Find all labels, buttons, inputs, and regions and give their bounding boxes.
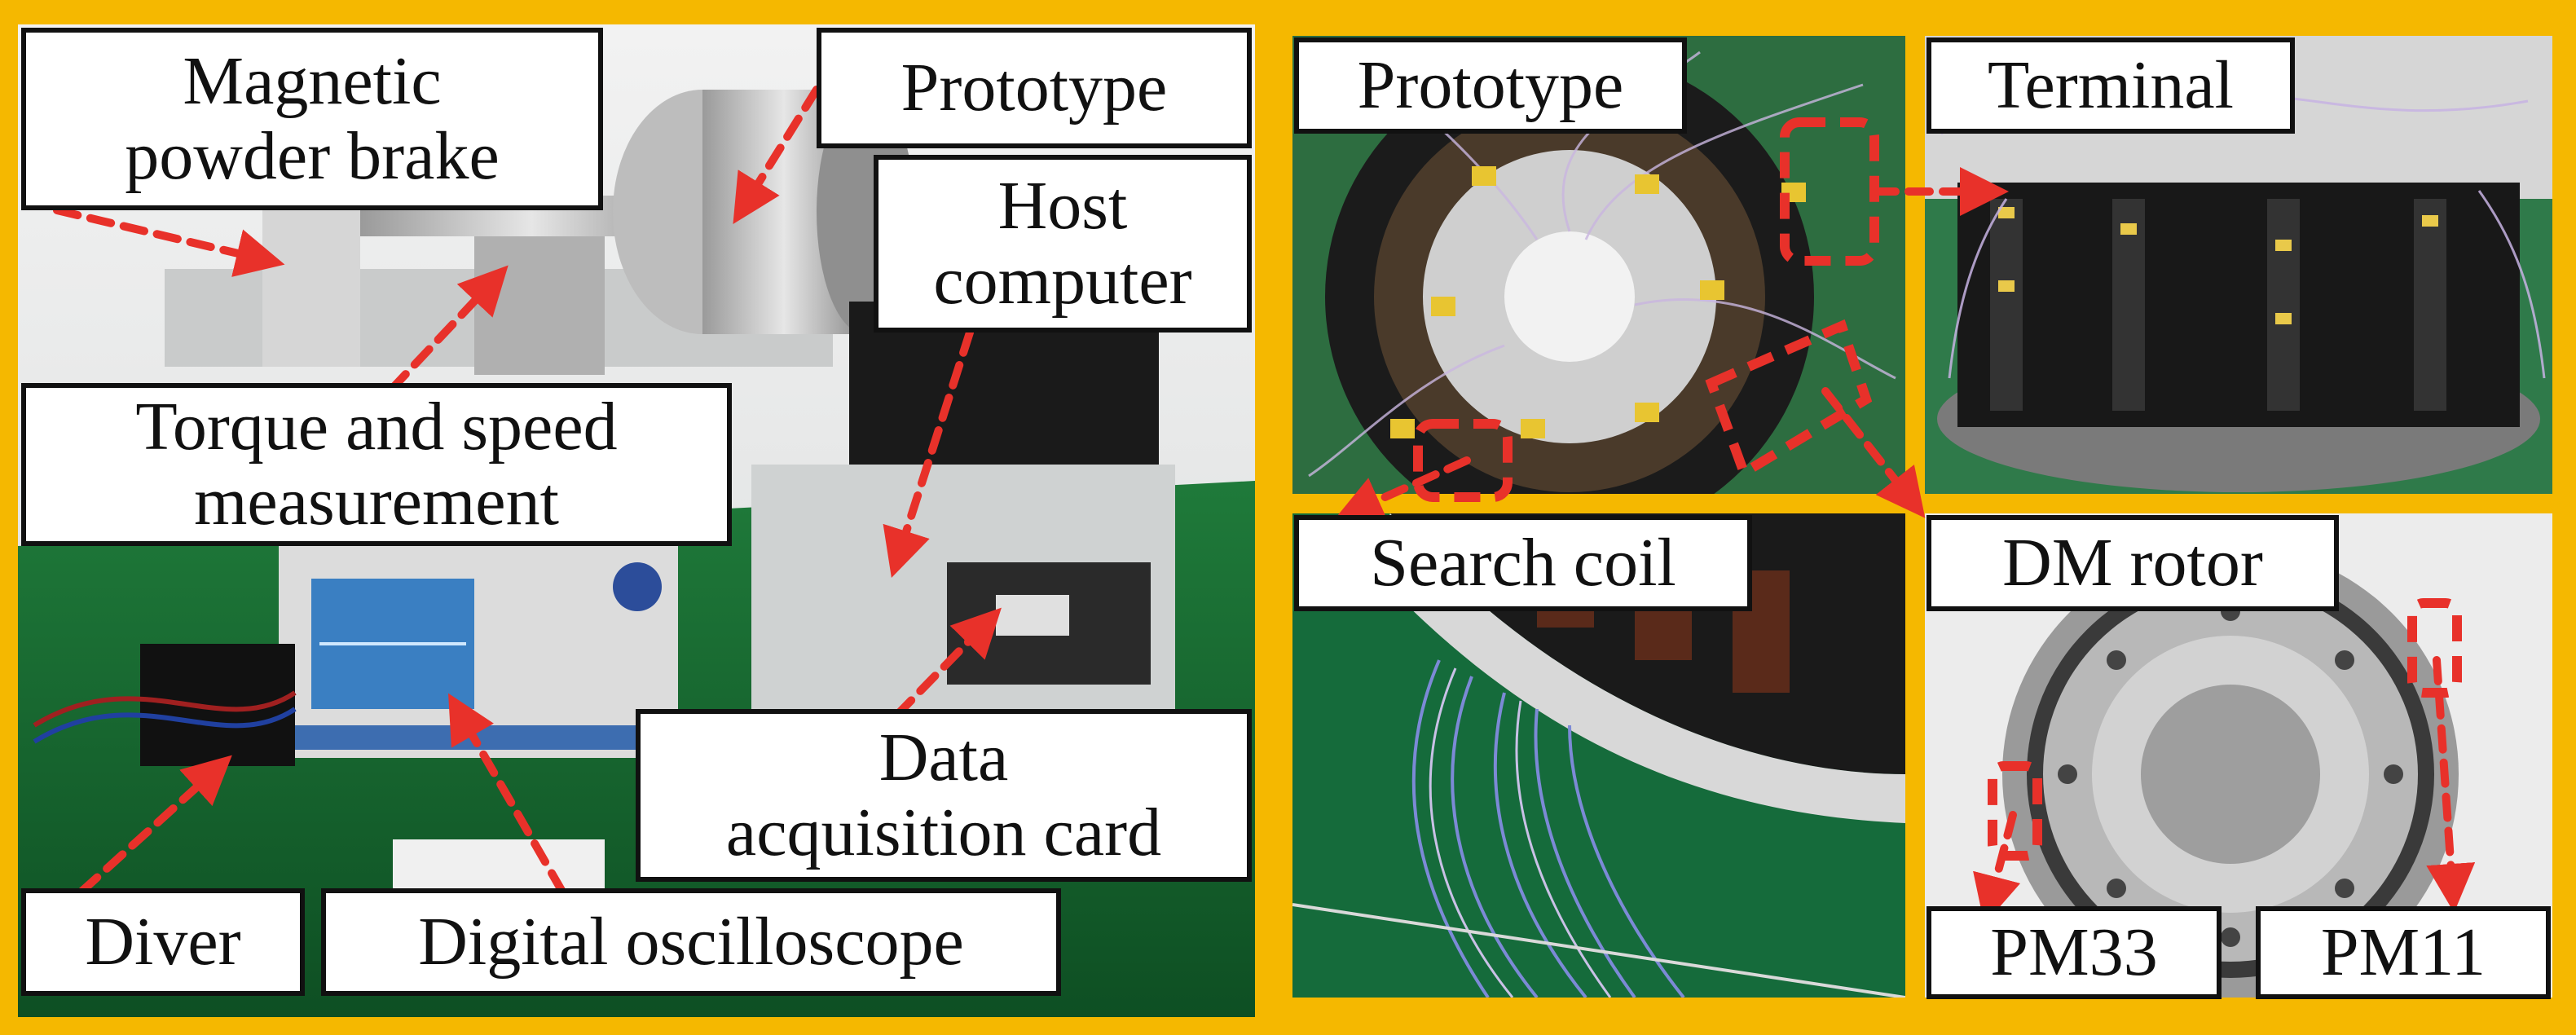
search-coil-label: Search coil <box>1294 515 1752 611</box>
magnetic-powder-brake-label: Magnetic powder brake <box>21 28 603 210</box>
prototype-label-right: Prototype <box>1294 37 1687 134</box>
dm-rotor-illustration <box>1925 513 2552 998</box>
host-line1: Host <box>997 168 1128 244</box>
torque-line2: measurement <box>194 464 559 540</box>
dm-rotor-photo <box>1925 513 2552 998</box>
prototype-label-left: Prototype <box>817 28 1252 148</box>
torque-speed-measurement-label: Torque and speed measurement <box>21 383 732 546</box>
terminal-label: Terminal <box>1926 37 2295 134</box>
pm11-label: PM11 <box>2256 906 2551 999</box>
magnetic-brake-line1: Magnetic <box>183 43 442 119</box>
red-dashed-markers <box>1413 117 2462 861</box>
terminal-photo <box>1925 36 2552 494</box>
daq-line1: Data <box>878 720 1009 795</box>
host-computer-label: Host computer <box>874 155 1252 333</box>
magnetic-brake-line2: powder brake <box>125 118 500 194</box>
driver-label: Diver <box>21 888 305 996</box>
digital-oscilloscope-label: Digital oscilloscope <box>321 888 1061 996</box>
daq-line2: acquisition card <box>725 795 1162 870</box>
dm-rotor-label: DM rotor <box>1926 515 2339 611</box>
terminal-block-illustration <box>1925 36 2552 494</box>
pm33-label: PM33 <box>1926 906 2222 999</box>
torque-line1: Torque and speed <box>135 389 618 465</box>
data-acquisition-card-label: Data acquisition card <box>636 709 1252 882</box>
host-line2: computer <box>933 243 1192 319</box>
red-dashed-arrows <box>53 86 2476 925</box>
